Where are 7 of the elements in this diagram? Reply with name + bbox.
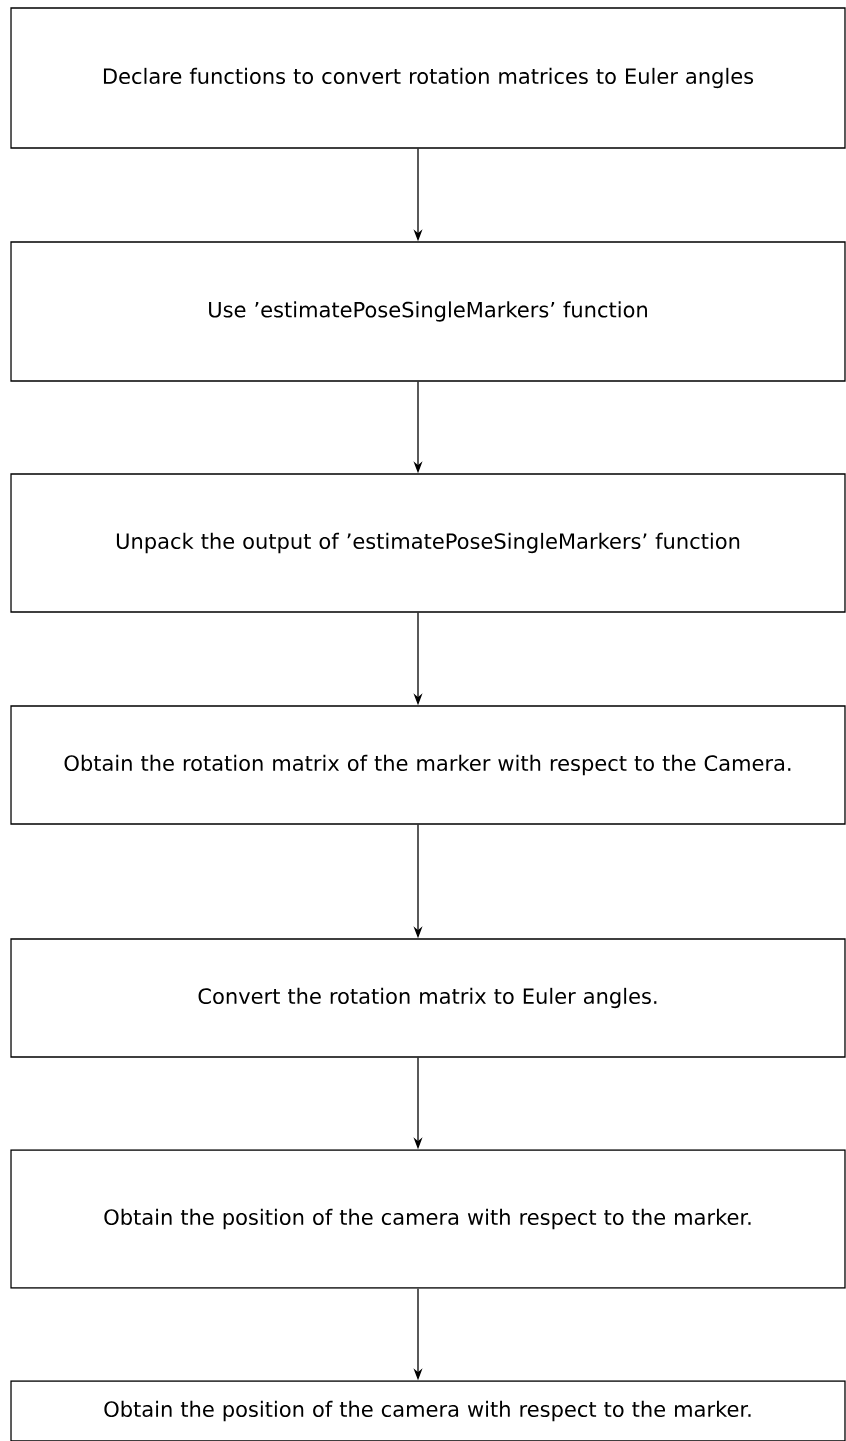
process-box: Unpack the output of ’estimatePoseSingleMarkers’ function [10, 473, 846, 613]
process-box: Convert the rotation matrix to Euler angles. [10, 938, 846, 1058]
process-box: Obtain the rotation matrix of the marker with respect to the Camera. [10, 705, 846, 825]
process-box: Declare functions to convert rotation matrices to Euler angles [10, 7, 846, 149]
process-box: Obtain the position of the camera with respect to the marker. [10, 1149, 846, 1289]
process-box: Use ’estimatePoseSingleMarkers’ function [10, 241, 846, 382]
process-box: Obtain the position of the camera with respect to the marker. [10, 1380, 846, 1441]
